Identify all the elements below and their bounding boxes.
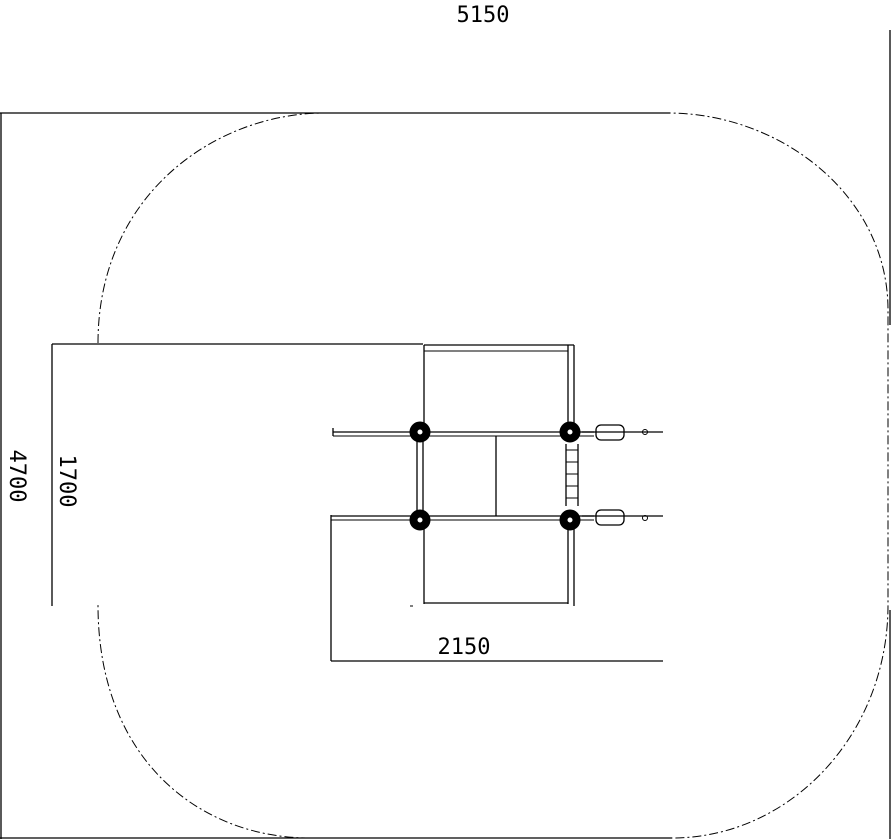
width-dimension-frame [330,515,663,662]
lower-frame-box [410,520,575,607]
depth-dimension-frame [51,343,423,606]
post-bottom-right [559,509,581,531]
outer-frame [0,30,891,839]
post-top-right [559,421,581,443]
ladder [565,444,579,506]
structure-depth-dimension: 1700 [54,455,79,508]
structure-width-dimension: 2150 [438,635,491,660]
lower-attachment [582,509,663,526]
horizontal-beams [331,428,594,521]
upper-frame-box [423,344,575,432]
upper-attachment [582,424,663,441]
post-bottom-left [409,509,431,531]
safety-zone-boundary [97,112,889,839]
overall-depth-dimension: 4700 [4,450,29,503]
overall-width-dimension: 5150 [457,3,510,28]
post-top-left [409,421,431,443]
vertical-rails [416,432,497,520]
